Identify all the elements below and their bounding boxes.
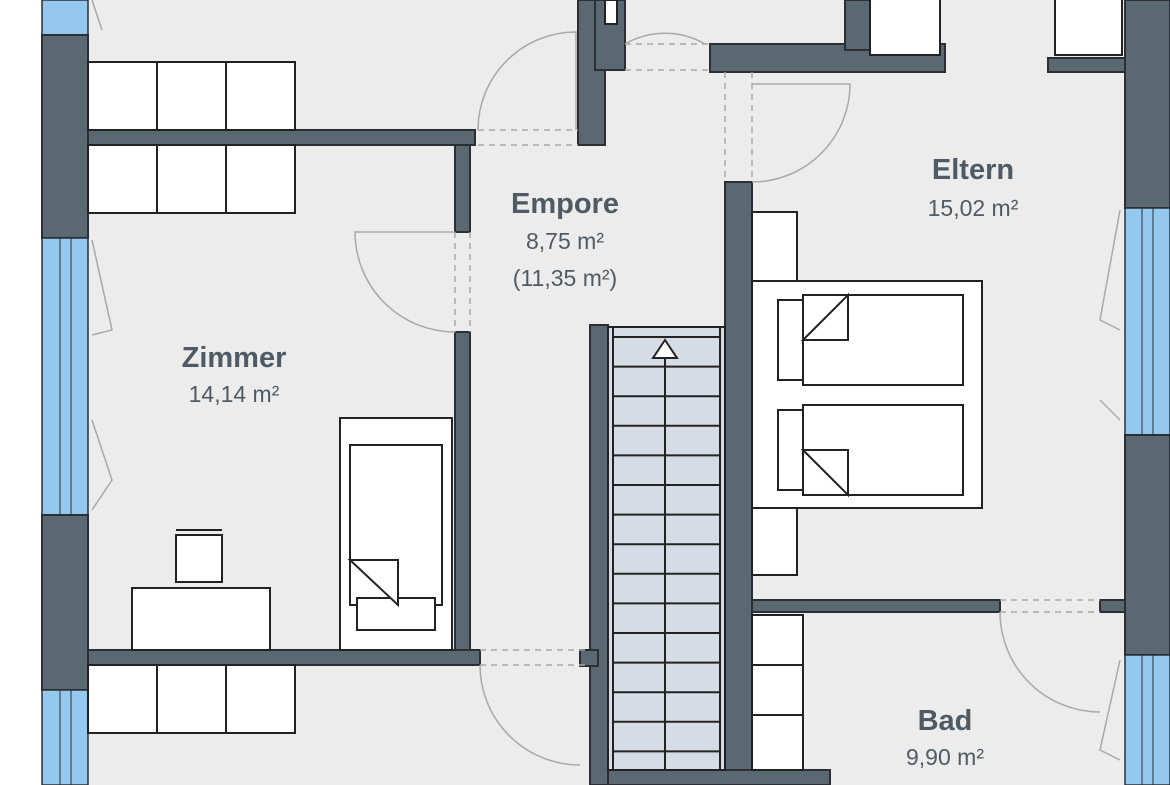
room-name: Empore — [511, 188, 619, 220]
room-name: Bad — [918, 705, 973, 737]
room-bad: Bad 9,90 m² — [906, 705, 984, 770]
right-outer-wall — [1124, 0, 1170, 785]
room-eltern: Eltern 15,02 m² — [928, 154, 1019, 221]
bed-eltern — [751, 280, 983, 509]
doors — [91, 0, 1121, 766]
room-name: Zimmer — [182, 342, 287, 374]
room-area: 14,14 m² — [189, 381, 280, 407]
top-cabinets — [604, 0, 1123, 56]
left-outer-wall — [41, 0, 89, 785]
room-name: Eltern — [932, 154, 1014, 186]
window — [41, 237, 89, 516]
desk — [131, 529, 271, 651]
room-area: 8,75 m² — [526, 228, 604, 254]
room-area: 15,02 m² — [928, 195, 1019, 221]
room-area-alt: (11,35 m²) — [513, 265, 617, 291]
window — [41, 0, 89, 36]
bathroom-cabinets — [751, 614, 804, 771]
bed-zimmer — [339, 417, 453, 651]
stair-direction-arrow-icon — [651, 338, 679, 359]
wardrobe-bottom — [87, 664, 296, 734]
wardrobe-zimmer-top — [87, 61, 296, 214]
window — [41, 689, 89, 785]
room-zimmer: Zimmer 14,14 m² — [182, 342, 287, 407]
staircase — [607, 326, 726, 771]
window — [1124, 207, 1170, 436]
window — [1124, 654, 1170, 785]
room-empore: Empore 8,75 m² (11,35 m²) — [511, 188, 619, 291]
room-area: 9,90 m² — [906, 744, 984, 770]
